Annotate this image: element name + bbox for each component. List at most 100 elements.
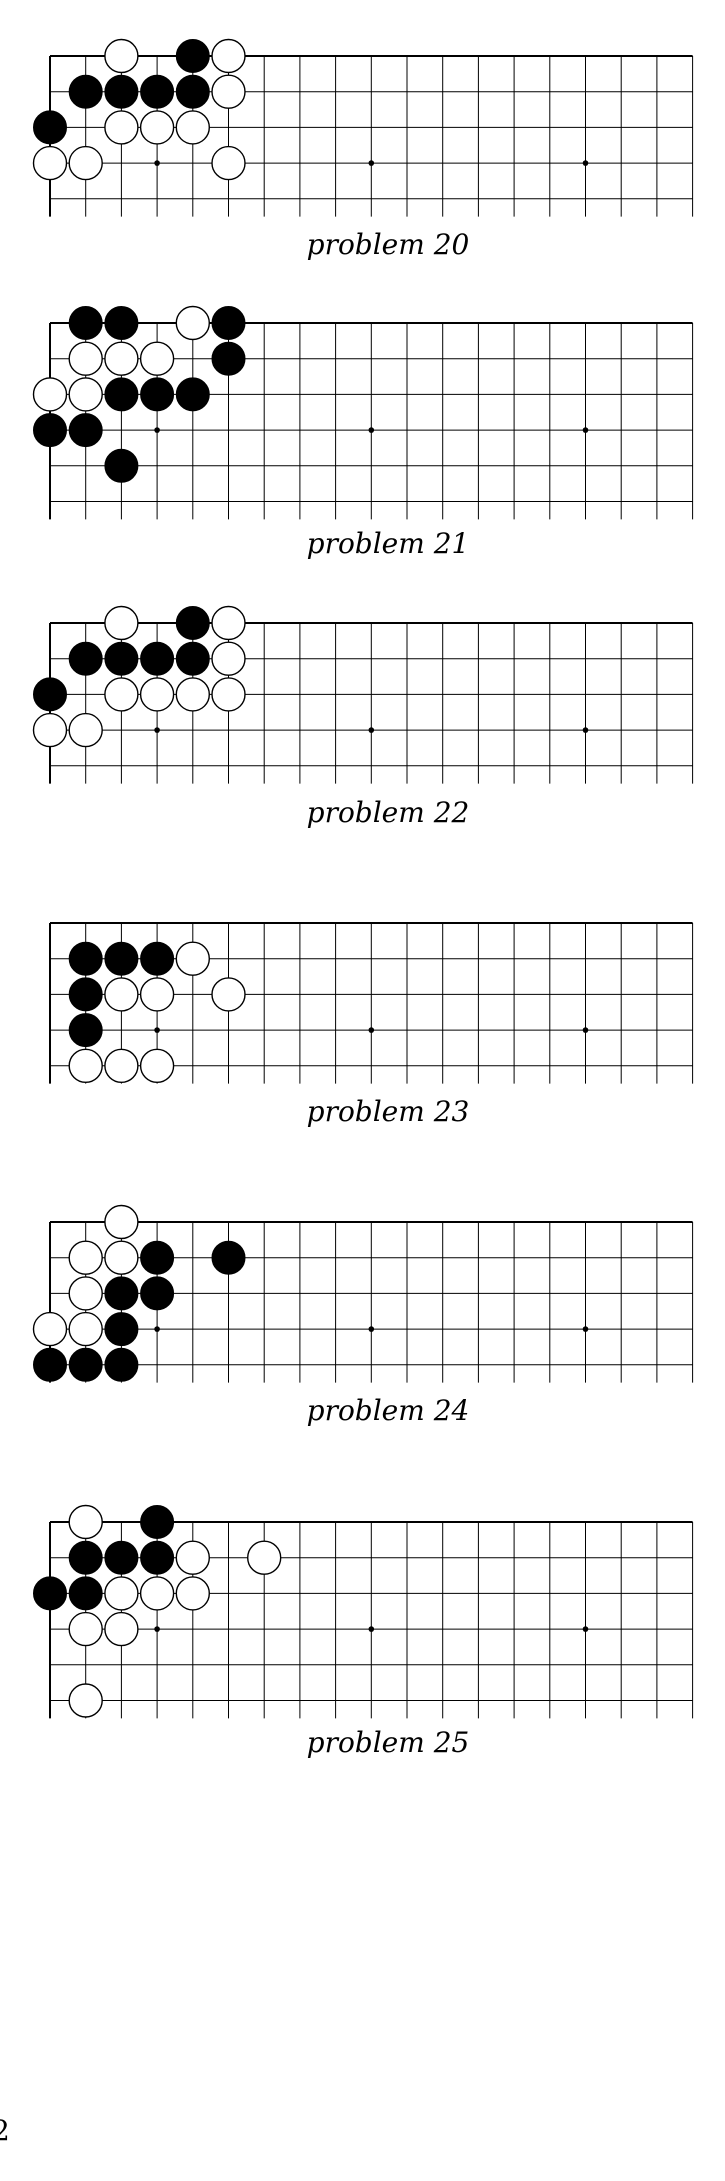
star-point <box>368 1326 375 1332</box>
star-point <box>368 160 375 166</box>
black-stone <box>104 306 139 340</box>
go-diagram: problem 23 <box>49 922 694 1128</box>
star-point <box>154 160 160 166</box>
star-point <box>368 1027 375 1033</box>
white-stone <box>139 977 175 1012</box>
go-diagram: problem 25 <box>33 1504 694 1759</box>
black-stone <box>140 1505 175 1539</box>
white-stone <box>32 145 68 181</box>
black-stone <box>175 606 210 640</box>
black-stone <box>104 641 139 676</box>
white-stone <box>104 977 139 1012</box>
star-point <box>582 160 589 166</box>
white-stone <box>139 110 175 145</box>
white-stone <box>68 1683 103 1718</box>
black-stone <box>68 413 103 448</box>
star-point <box>582 427 589 433</box>
black-stone <box>140 1540 175 1575</box>
black-stone <box>140 377 175 412</box>
black-stone <box>175 377 210 412</box>
black-stone <box>68 74 103 109</box>
star-point <box>154 427 160 433</box>
star-point <box>154 1326 160 1332</box>
go-diagram: problem 21 <box>32 305 694 560</box>
go-diagram: problem 20 <box>32 38 694 261</box>
black-stone <box>68 1347 103 1382</box>
black-stone <box>140 1240 175 1275</box>
problem-caption: problem 21 <box>307 527 470 560</box>
problem-caption: problem 25 <box>307 1726 470 1759</box>
star-point <box>582 1027 589 1033</box>
star-point <box>582 1326 589 1332</box>
white-stone <box>175 677 211 712</box>
black-stone <box>211 1240 246 1275</box>
white-stone <box>211 605 246 641</box>
problem-caption: problem 24 <box>307 1394 470 1427</box>
black-stone <box>175 641 210 676</box>
black-stone <box>68 306 103 340</box>
white-stone <box>175 941 211 976</box>
black-stone <box>68 641 103 676</box>
white-stone <box>139 677 175 712</box>
white-stone <box>68 377 103 412</box>
black-stone <box>104 377 139 412</box>
black-stone <box>68 1540 103 1575</box>
white-stone <box>32 712 68 748</box>
black-stone <box>104 1540 139 1575</box>
black-stone <box>33 413 67 448</box>
white-stone <box>211 677 246 712</box>
white-stone <box>175 305 211 341</box>
white-stone <box>68 1611 103 1647</box>
star-point <box>154 727 160 733</box>
black-stone <box>175 39 210 73</box>
white-stone <box>68 1276 103 1311</box>
star-point <box>368 727 375 733</box>
white-stone <box>104 1611 139 1647</box>
white-stone <box>211 74 246 109</box>
white-stone <box>104 38 139 74</box>
black-stone <box>104 1312 139 1347</box>
page-number: 2 <box>0 2114 10 2147</box>
black-stone <box>104 448 139 483</box>
go-diagram: problem 24 <box>32 1204 694 1427</box>
white-stone <box>139 1048 175 1084</box>
black-stone <box>104 74 139 109</box>
problem-caption: problem 22 <box>307 796 470 829</box>
black-stone <box>68 941 103 976</box>
star-point <box>368 427 375 433</box>
black-stone <box>68 977 103 1012</box>
white-stone <box>211 145 246 181</box>
white-stone <box>68 1504 103 1540</box>
black-stone <box>140 941 175 976</box>
white-stone <box>104 1048 139 1084</box>
black-stone <box>140 1276 175 1311</box>
white-stone <box>139 1576 175 1611</box>
white-stone <box>211 38 246 74</box>
white-stone <box>104 1204 139 1240</box>
black-stone <box>140 641 175 676</box>
problem-caption: problem 23 <box>307 1095 470 1128</box>
white-stone <box>175 1576 211 1611</box>
star-point <box>582 727 589 733</box>
star-point <box>582 1626 589 1632</box>
white-stone <box>211 977 246 1012</box>
white-stone <box>32 377 68 412</box>
white-stone <box>68 1240 103 1275</box>
white-stone <box>175 1540 211 1575</box>
black-stone <box>104 1276 139 1311</box>
white-stone <box>68 145 103 181</box>
black-stone <box>33 1347 67 1382</box>
white-stone <box>104 110 139 145</box>
black-stone <box>33 1576 67 1611</box>
star-point <box>154 1626 160 1632</box>
white-stone <box>211 641 246 676</box>
white-stone <box>104 1240 139 1275</box>
black-stone <box>33 677 67 712</box>
white-stone <box>104 605 139 641</box>
white-stone <box>175 110 211 145</box>
white-stone <box>68 1048 103 1084</box>
star-point <box>368 1626 375 1632</box>
white-stone <box>68 1311 103 1347</box>
black-stone <box>104 941 139 976</box>
white-stone <box>104 341 139 376</box>
